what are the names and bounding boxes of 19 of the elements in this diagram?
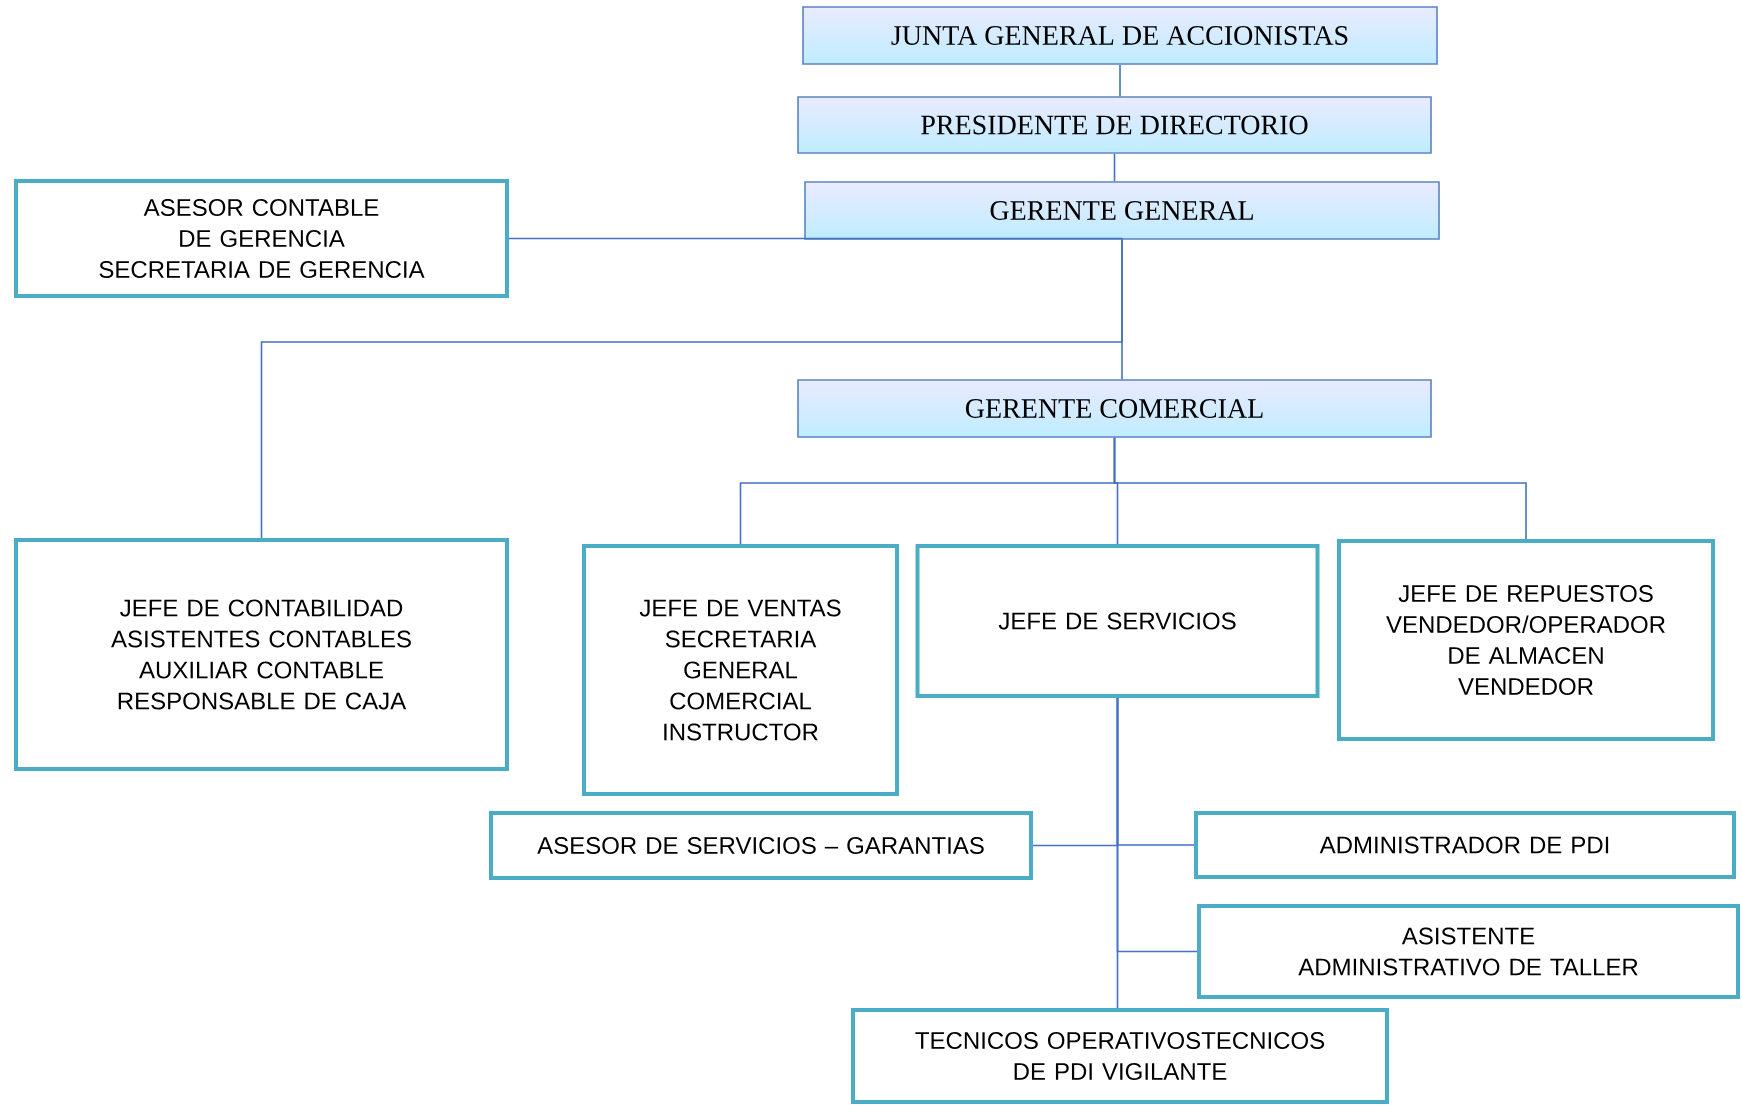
role-box: JEFE DE REPUESTOS VENDEDOR/OPERADOR DE ALMACEN VENDEDOR (1337, 539, 1715, 741)
role-box: JEFE DE SERVICIOS (915, 544, 1320, 698)
role-box: TECNICOS OPERATIVOSTECNICOS DE PDI VIGILANTE (851, 1008, 1389, 1104)
connector-line (1121, 239, 1123, 380)
connector-line (1119, 64, 1121, 97)
role-box: JEFE DE VENTAS SECRETARIA GENERAL COMERCIAL INSTRUCTOR (582, 544, 899, 796)
connector-line (508, 237, 1123, 241)
title-box: GERENTE COMERCIAL (797, 379, 1432, 438)
role-box: ASESOR CONTABLE DE GERENCIA SECRETARIA DE GERENCIA (14, 179, 509, 298)
title-box: GERENTE GENERAL (804, 181, 1440, 240)
role-box: JEFE DE CONTABILIDAD ASISTENTES CONTABLES AUXILIAR CONTABLE RESPONSABLE DE CAJA (14, 538, 509, 771)
role-box: ADMINISTRADOR DE PDI (1194, 811, 1736, 879)
role-box: ASISTENTE ADMINISTRATIVO DE TALLER (1197, 904, 1740, 999)
connector-line (1116, 697, 1119, 1009)
connector-line (1113, 437, 1527, 540)
connector-line (1113, 153, 1116, 182)
title-box: PRESIDENTE DE DIRECTORIO (797, 96, 1432, 154)
role-box: ASESOR DE SERVICIOS – GARANTIAS (489, 811, 1033, 880)
title-box: JUNTA GENERAL DE ACCIONISTAS (802, 6, 1438, 65)
